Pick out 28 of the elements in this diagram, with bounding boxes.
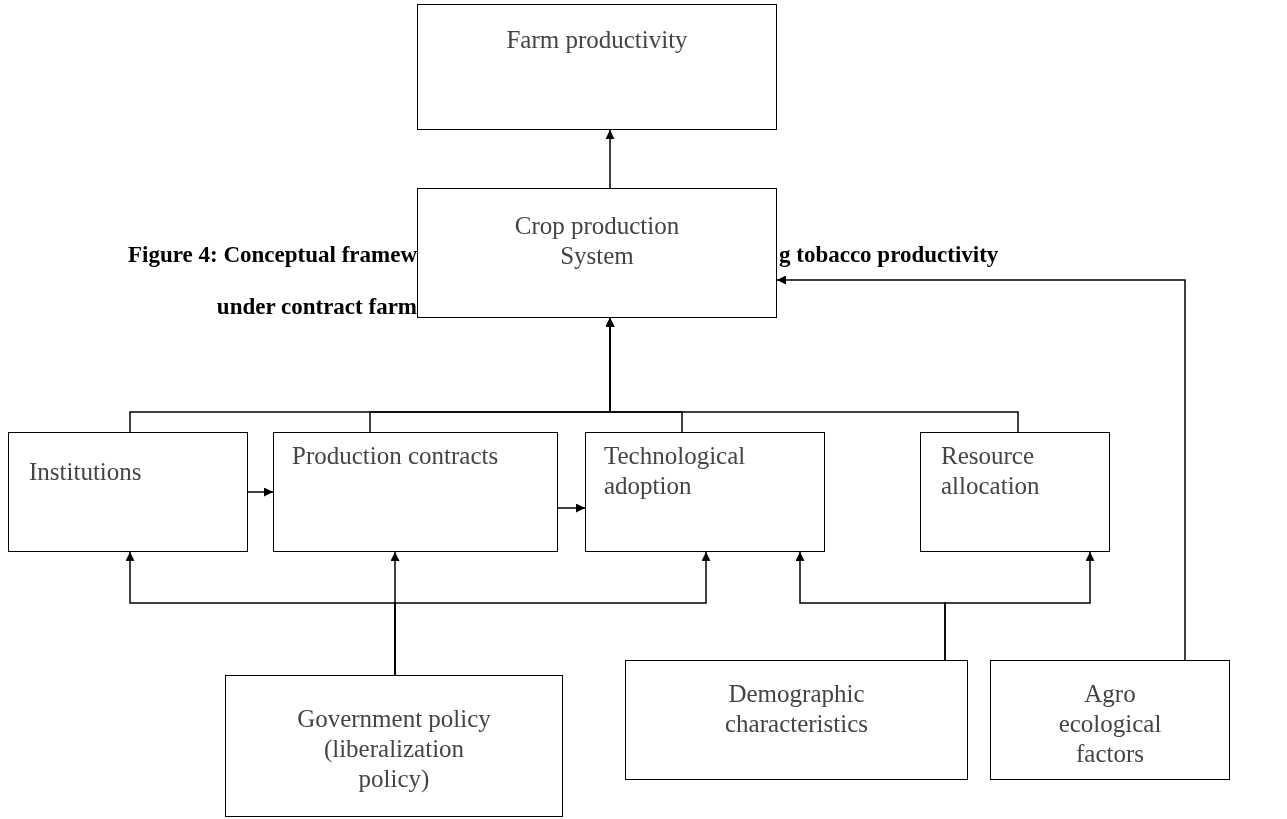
box-label: Technological adoption (604, 441, 747, 501)
process-box (990, 660, 1230, 780)
title-text: under contract farm (216, 294, 417, 320)
arrow (247, 487, 274, 497)
title-text: g tobacco productivity (779, 242, 999, 268)
box-label: Resource allocation (941, 441, 1041, 501)
arrow (557, 503, 586, 513)
box-label: Government policy (liberalization policy) (296, 704, 492, 794)
arrow (394, 551, 711, 676)
process-box (225, 675, 563, 817)
box-label: Institutions (29, 457, 143, 487)
process-box (273, 432, 558, 552)
process-box (8, 432, 248, 552)
process-box (625, 660, 968, 780)
box-label: Crop production System (513, 211, 681, 271)
arrow (944, 551, 1095, 661)
process-box (417, 188, 777, 318)
arrow (605, 317, 1019, 433)
process-box (417, 4, 777, 130)
box-label: Production contracts (292, 441, 500, 471)
process-box (920, 432, 1110, 552)
arrow (605, 129, 615, 189)
arrow (776, 275, 1186, 661)
box-label: Demographic characteristics (724, 679, 869, 739)
process-box (585, 432, 825, 552)
box-label: Agro ecological factors (1057, 679, 1163, 769)
box-label: Farm productivity (505, 25, 689, 55)
title-text: Figure 4: Conceptual framew (128, 242, 417, 268)
